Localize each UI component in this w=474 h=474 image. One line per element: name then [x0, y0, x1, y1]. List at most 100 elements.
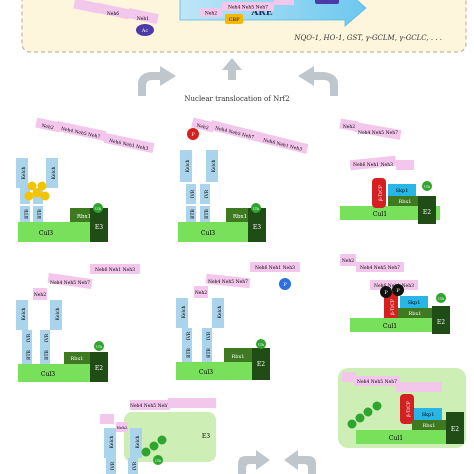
ac-marker: [136, 24, 154, 36]
kelch-5a: Kelch: [109, 436, 115, 449]
e2-box-r1: [418, 196, 436, 224]
rbx1-label-3: Rbx1: [71, 356, 84, 362]
smaf-box: [315, 0, 339, 4]
ivr-2b: IVR: [204, 189, 210, 198]
rbx1-box-3: [64, 352, 90, 364]
neh2-r1: Neh2: [343, 124, 355, 130]
ivr-3a: IVR: [26, 333, 32, 342]
target-genes: NQO-1, HO-1, GST, γ-GCLM, γ-GCLC, . . .: [293, 34, 442, 42]
neh613-r1: Neh6 Neh1 Neh3: [353, 162, 393, 168]
kelch-1a: Kelch: [21, 167, 27, 180]
cul1-label-1: Cul1: [373, 211, 387, 218]
p-label-4: P: [283, 282, 287, 288]
cul3-bar-4: [176, 362, 256, 380]
neh2-1: Neh2: [41, 123, 54, 131]
rbx1-box-r1: [388, 196, 422, 206]
btb-2a: BTB: [190, 209, 196, 219]
ub-label-4: Ub: [258, 342, 264, 347]
skp1-label-1: Skp1: [396, 188, 409, 194]
e2-box-4: [252, 348, 270, 380]
neh613-bar-4: [250, 262, 300, 272]
btrcp-box-1: [372, 178, 386, 208]
rbx1-box-4: [224, 348, 252, 362]
free-nrf2-2: P Neh2 Neh4 Neh5 Neh7 Neh6 Neh1 Neh3: [187, 117, 309, 154]
skp1-box-2: [400, 296, 428, 308]
rbx1-box-r3: [412, 420, 446, 430]
e2-label-3: E2: [95, 365, 103, 372]
cul3-bar-3: [18, 364, 96, 382]
translocation-label: Nuclear translocation of Nrf2: [184, 95, 289, 103]
cbp-box: [225, 14, 243, 24]
e2-box-r3: [446, 412, 464, 444]
btrcp-box-2: [384, 292, 398, 322]
rbx1-box-r2: [398, 308, 432, 318]
keap1-complex-4: Neh6 Neh1 Neh3 P Neh4 Neh5 Neh7 Neh2 Kel…: [176, 262, 300, 380]
e2-label-r1: E2: [423, 209, 431, 216]
neh2-5: Neh2: [117, 425, 128, 430]
ub-label-2: Ub: [253, 206, 259, 211]
rbx1-label-2: Rbx1: [233, 214, 247, 220]
ac-label: Ac: [141, 28, 149, 34]
e2-label-r3: E2: [451, 426, 459, 433]
ub-label-5: Ub: [155, 458, 161, 463]
neh613-4: Neh6 Neh1 Neh3: [255, 265, 295, 271]
phospho-marker-4: [279, 278, 291, 290]
neh457-r3: Neh4 Neh5 Neh7: [357, 379, 397, 385]
cul3-bar-2: [178, 222, 250, 242]
nuclear-neh2: Neh2: [205, 11, 217, 17]
e3-box-1: [90, 208, 108, 242]
skp1-box-3: [414, 408, 442, 420]
neh613-bar-3: [90, 264, 140, 274]
btrcp-label-1: β-TrCP: [378, 185, 384, 201]
nucleus-neh1: Neh1: [137, 16, 149, 22]
kelch-3a: Kelch: [21, 308, 27, 321]
btrcp-label-2: β-TrCP: [390, 299, 396, 315]
kelch-4a: Kelch: [181, 306, 187, 319]
nuclear-nrf2: Neh2 Neh4 Neh5 Neh7 CBP: [200, 0, 339, 24]
nucleus-neh-small: Neh6: [107, 11, 119, 17]
btrcp-complex-3: Neh4 Neh5 Neh7 β-TrCP Skp1 Rbx1 Cul1 E2: [338, 368, 466, 448]
ub-r2: [436, 293, 446, 303]
cul1-bar-1: [340, 206, 440, 220]
btb-1a: BTB: [24, 209, 30, 219]
are-label: ARE: [250, 8, 272, 18]
kelch-2a: Kelch: [185, 160, 191, 173]
neh2-r2: Neh2: [342, 258, 354, 264]
neh457-5: Neh4 Neh5 Neh7: [130, 403, 170, 409]
btrcp-complex-1: Neh2 Neh4 Neh5 Neh7 Neh6 Neh1 Neh3 Cul1 …: [339, 118, 440, 224]
btb-4a: BTB: [186, 348, 192, 358]
p-label-r2b: P: [396, 288, 400, 294]
neh457-r1: Neh4 Neh5 Neh7: [358, 130, 398, 136]
btb-3a: BTB: [26, 350, 32, 360]
ub-4: [256, 339, 266, 349]
kelch-1b: Kelch: [51, 167, 57, 180]
free-nrf2-1: Neh2 Neh4 Neh5 Neh7 Neh6 Neh1 Neh3: [35, 117, 155, 154]
neh2-3: Neh2: [34, 292, 46, 298]
btb-3b: BTB: [44, 350, 50, 360]
e2-box-3: [90, 352, 108, 382]
cul3-label-1: Cul3: [39, 230, 53, 237]
skp1-label-2: Skp1: [408, 300, 421, 306]
ub-chain-5: [141, 435, 167, 457]
phospho-marker-free: [187, 128, 199, 140]
ub-2: [251, 203, 261, 213]
keap1-complex-5: E3 Neh4 Neh5 Neh7 Neh2 Kelch Kelch IVR I…: [100, 398, 216, 474]
neh457-3: Neh4 Neh5 Neh7: [50, 280, 90, 286]
btrcp-label-3: β-TrCP: [406, 401, 412, 417]
cul3-label-3: Cul3: [41, 371, 55, 378]
ub-r1: [422, 181, 432, 191]
ivr-4b: IVR: [206, 331, 212, 340]
cbp-label: CBP: [229, 17, 241, 23]
ub-label-r2: Ub: [438, 296, 444, 301]
ub-label-r1: Ub: [424, 184, 430, 189]
e3-label-5: E3: [202, 433, 210, 440]
ub-label-3: Ub: [96, 344, 102, 349]
skp1-label-3: Skp1: [422, 412, 435, 418]
ub-chain-r3: [347, 401, 382, 429]
e2-label-r2: E2: [437, 319, 445, 326]
neh457-4: Neh4 Neh5 Neh7: [208, 279, 248, 285]
e2-label-4: E2: [257, 361, 265, 368]
nucleus-panel: Neh6 Neh1 Ac ARE Neh2 Neh4 Neh5 Neh7 CBP…: [21, 0, 467, 53]
cul1-bar-3: [356, 430, 448, 444]
